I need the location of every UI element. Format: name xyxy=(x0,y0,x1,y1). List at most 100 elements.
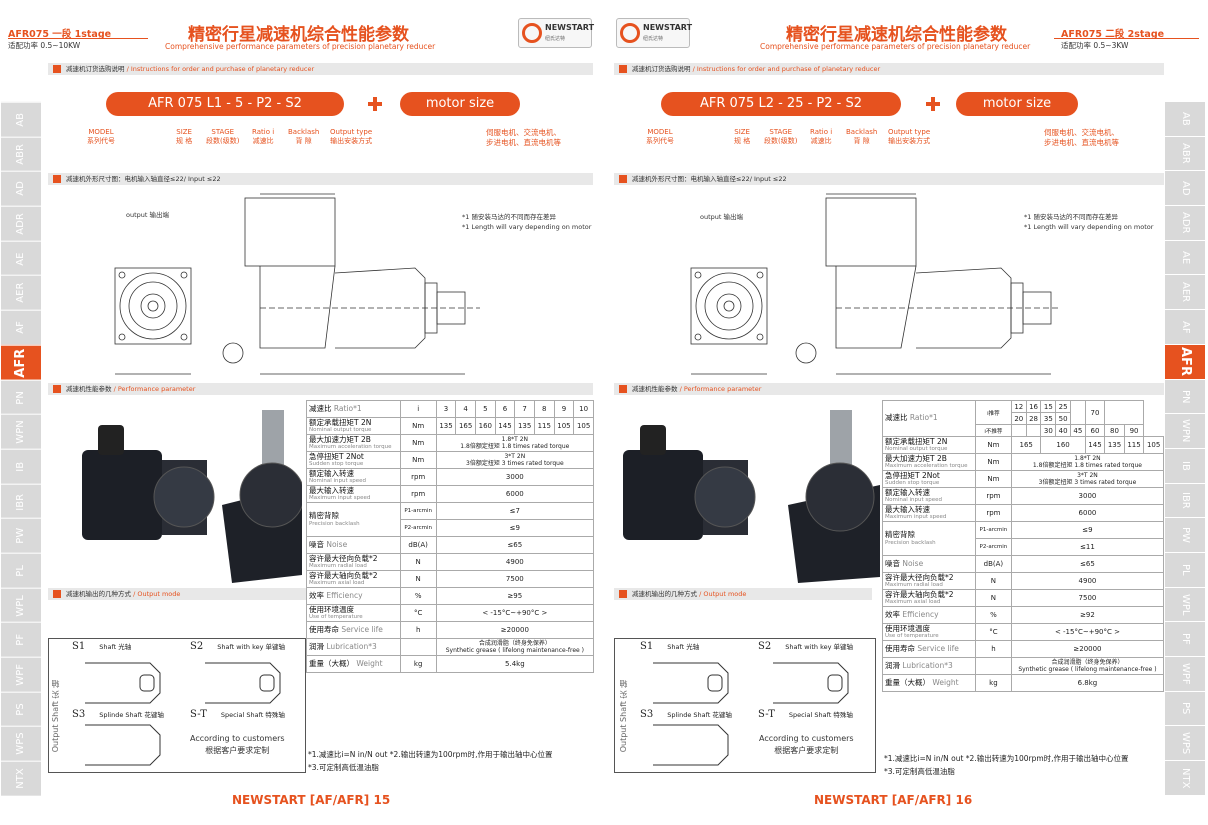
sidebar-item-abr[interactable]: ABR xyxy=(1165,136,1205,172)
output-label: output 输出端 xyxy=(700,213,744,221)
footnotes: *1.减速比i=N in/N out *2.输出转速为100rpm时,作用于输出… xyxy=(308,750,553,772)
output-side-label: Output Shaft 实 轴 xyxy=(619,680,628,753)
sidebar-item-pf[interactable]: PF xyxy=(1165,622,1205,657)
sidebar-item-pn[interactable]: PN xyxy=(1165,379,1205,415)
model-code: AFR 075 L2 - 25 - P2 - S2 xyxy=(661,92,901,116)
page-title: 精密行星减速机综合性能参数 xyxy=(188,25,409,45)
sidebar-item-wps[interactable]: WPS xyxy=(1165,726,1205,762)
motor-types: 伺服电机、交流电机、步进电机、直流电机等 xyxy=(486,128,561,147)
sidebar-item-pw[interactable]: PW xyxy=(1165,518,1205,553)
section-output-mode: 减速机输出的几种方式 / Output mode xyxy=(48,588,306,600)
sidebar-item-wpn[interactable]: WPN xyxy=(1165,414,1205,449)
section-dimensions: 减速机外形尺寸图：电机输入轴直径≤22/ Input ≤22 xyxy=(614,173,1164,185)
sidebar-item-ae[interactable]: AE xyxy=(1,240,41,276)
output-mode-box xyxy=(48,638,306,773)
sidebar-item-aer[interactable]: AER xyxy=(1,275,41,311)
sidebar-item-ibr[interactable]: IBR xyxy=(1165,483,1205,519)
section-performance: 减速机性能参数 / Performance parameter xyxy=(48,383,593,395)
shaft-drawings xyxy=(85,662,281,766)
sidebar-item-pl[interactable]: PL xyxy=(1165,552,1205,588)
sidebar-item-af[interactable]: AF xyxy=(1165,310,1205,345)
sidebar-item-wpn[interactable]: WPN xyxy=(1,414,41,449)
section-order: 减速机订货选购说明 / Instructions for order and p… xyxy=(48,63,593,75)
model-code: AFR 075 L1 - 5 - P2 - S2 xyxy=(106,92,344,116)
motor-size: motor size xyxy=(400,92,520,116)
sidebar-item-pn[interactable]: PN xyxy=(1,379,41,415)
sidebar-item-ad[interactable]: AD xyxy=(1,171,41,207)
sidebar-item-wps[interactable]: WPS xyxy=(1,726,41,762)
sidebar-item-af[interactable]: AF xyxy=(1,310,41,345)
sidebar-item-wpf[interactable]: WPF xyxy=(1165,657,1205,692)
sidebar-item-pw[interactable]: PW xyxy=(1,518,41,553)
sidebar-item-ab[interactable]: AB xyxy=(1165,102,1205,137)
length-note: *1 随安装马达的不同而存在差异*1 Length will vary depe… xyxy=(1024,213,1154,231)
sidebar-item-wpl[interactable]: WPL xyxy=(1,587,41,623)
product-photo xyxy=(623,410,880,583)
section-dimensions: 减速机外形尺寸图：电机输入轴直径≤22/ Input ≤22 xyxy=(48,173,593,185)
section-order: 减速机订货选购说明 / Instructions for order and p… xyxy=(614,63,1164,75)
dimension-drawing xyxy=(114,193,480,375)
sidebar-item-ib[interactable]: IB xyxy=(1,448,41,484)
sidebar-item-adr[interactable]: ADR xyxy=(1,206,41,241)
shaft-drawings xyxy=(653,662,849,766)
length-note: *1 随安装马达的不同而存在差异*1 Length will vary depe… xyxy=(462,213,592,231)
sidebar-item-aer[interactable]: AER xyxy=(1165,275,1205,311)
plus-icon xyxy=(926,97,940,111)
sidebar-item-ps[interactable]: PS xyxy=(1,691,41,727)
sidebar-item-ib[interactable]: IB xyxy=(1165,448,1205,484)
footnotes: *1.减速比i=N in/N out *2.输出转速为100rpm时,作用于输出… xyxy=(884,754,1129,776)
sidebar-item-ntx[interactable]: NTX xyxy=(1165,761,1205,796)
sidebar-item-ad[interactable]: AD xyxy=(1165,171,1205,207)
sidebar-item-abr[interactable]: ABR xyxy=(1,136,41,172)
plus-icon xyxy=(368,97,382,111)
sidebar-item-afr[interactable]: AFR xyxy=(1165,344,1205,380)
sidebar-item-pf[interactable]: PF xyxy=(1,622,41,657)
output-side-label: Output Shaft 实 轴 xyxy=(51,680,60,753)
sidebar-item-ps[interactable]: PS xyxy=(1165,691,1205,727)
sidebar-item-adr[interactable]: ADR xyxy=(1165,206,1205,241)
sidebar-item-ae[interactable]: AE xyxy=(1165,240,1205,276)
output-mode-box xyxy=(614,638,876,773)
dimension-drawing xyxy=(690,193,1061,375)
sidebar-item-pl[interactable]: PL xyxy=(1,552,41,588)
sidebar-item-wpf[interactable]: WPF xyxy=(1,657,41,692)
sidebar-item-ab[interactable]: AB xyxy=(1,102,41,137)
motor-size: motor size xyxy=(956,92,1078,116)
sidebar-item-ibr[interactable]: IBR xyxy=(1,483,41,519)
page-number: NEWSTART [AF/AFR] 16 xyxy=(814,793,973,807)
section-output-mode: 减速机输出的几种方式 / Output mode xyxy=(614,588,872,600)
page-number: NEWSTART [AF/AFR] 15 xyxy=(232,793,391,807)
motor-types: 伺服电机、交流电机、步进电机、直流电机等 xyxy=(1044,128,1119,147)
page-subtitle: Comprehensive performance parameters of … xyxy=(760,42,1031,51)
sidebar-item-ntx[interactable]: NTX xyxy=(1,761,41,796)
page-subtitle: Comprehensive performance parameters of … xyxy=(165,42,436,51)
section-performance: 减速机性能参数 / Performance parameter xyxy=(614,383,1164,395)
sidebar-item-afr[interactable]: AFR xyxy=(1,344,41,380)
sidebar-item-wpl[interactable]: WPL xyxy=(1165,587,1205,623)
